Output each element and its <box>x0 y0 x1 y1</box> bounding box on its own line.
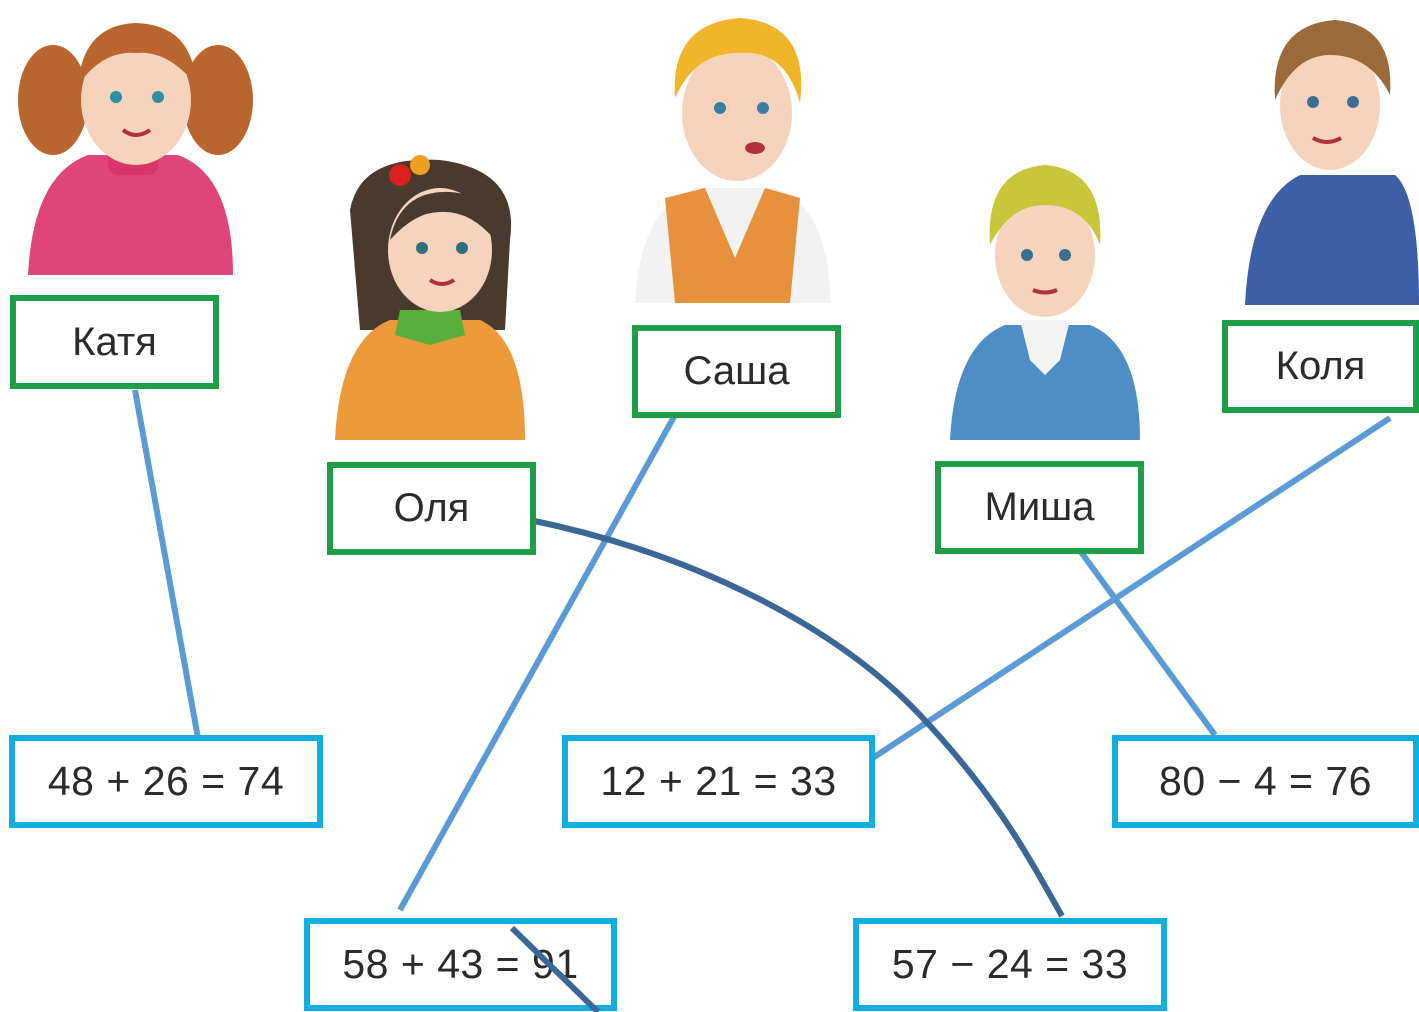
name-misha: Миша <box>984 485 1095 529</box>
misha-portrait <box>950 165 1140 440</box>
kolya-portrait <box>1245 20 1419 305</box>
name-box-kolya[interactable]: Коля <box>1222 320 1419 413</box>
equation-1: 48 + 26 = 74 <box>47 758 285 804</box>
line-kolya-eq2 <box>860 415 1392 768</box>
name-katya: Катя <box>72 319 157 364</box>
katya-portrait <box>18 23 253 275</box>
equation-3: 80 − 4 = 76 <box>1159 758 1372 804</box>
line-katya-eq1 <box>132 389 201 739</box>
equation-5: 57 − 24 = 33 <box>891 941 1129 987</box>
equation-box-2[interactable]: 12 + 21 = 33 <box>562 735 875 828</box>
olya-portrait <box>335 155 525 440</box>
name-box-olya[interactable]: Оля <box>327 462 536 555</box>
equation-box-4[interactable]: 58 + 43 = 91 <box>304 918 617 1011</box>
equation-box-3[interactable]: 80 − 4 = 76 <box>1112 735 1419 828</box>
name-kolya: Коля <box>1275 344 1366 388</box>
equation-box-1[interactable]: 48 + 26 = 74 <box>9 735 323 828</box>
equation-box-5[interactable]: 57 − 24 = 33 <box>853 918 1167 1011</box>
sasha-portrait <box>635 18 830 303</box>
name-box-misha[interactable]: Миша <box>935 461 1144 554</box>
name-box-sasha[interactable]: Саша <box>632 325 841 418</box>
line-sasha-eq4 <box>397 413 678 912</box>
name-box-katya[interactable]: Катя <box>10 295 219 389</box>
equation-2: 12 + 21 = 33 <box>600 758 837 804</box>
equation-4: 58 + 43 = 91 <box>342 941 579 987</box>
line-olya-eq5 <box>529 517 1065 918</box>
line-misha-eq3 <box>1075 546 1218 737</box>
name-sasha: Саша <box>683 349 790 393</box>
name-olya: Оля <box>393 486 470 530</box>
